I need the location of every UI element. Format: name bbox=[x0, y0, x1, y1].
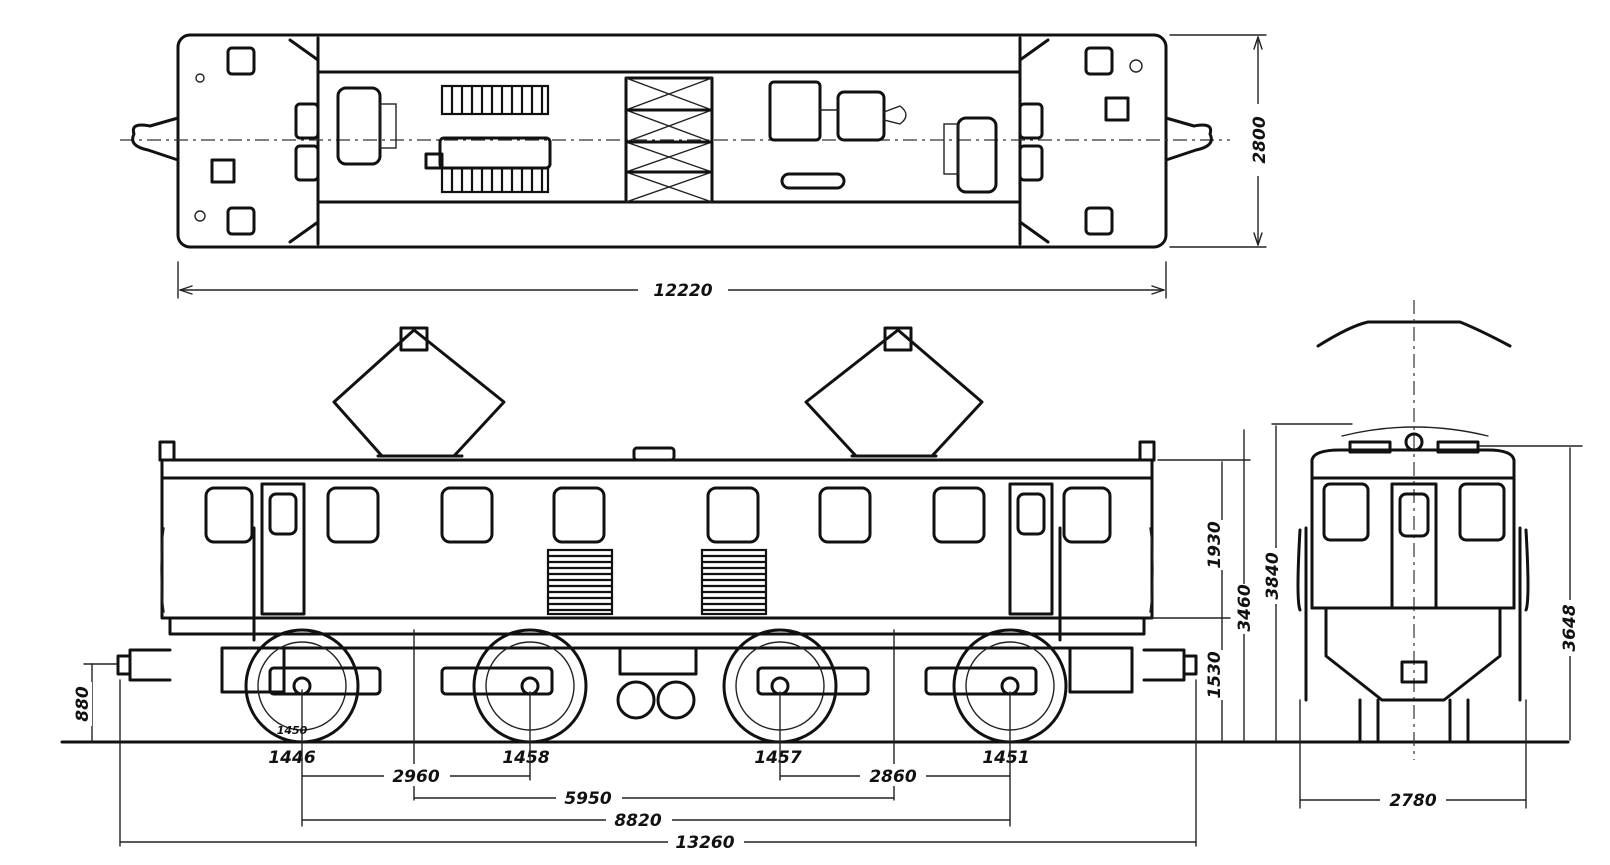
dim-wheelbase-rear: 2860 bbox=[869, 767, 916, 787]
plan-coupler-left bbox=[131, 116, 180, 162]
buffer-right bbox=[1142, 648, 1198, 682]
dim-wheelbase-front: 2960 bbox=[392, 767, 439, 787]
side-door-rear bbox=[1008, 482, 1054, 616]
end-view bbox=[1296, 300, 1530, 760]
plan-body-outline bbox=[176, 33, 1168, 249]
plan-coupler-right bbox=[1164, 116, 1213, 162]
plan-compressor bbox=[336, 86, 382, 166]
end-dimensions: 3840 3648 2780 bbox=[1263, 423, 1583, 811]
plan-dimensions: 12220 2800 bbox=[177, 34, 1270, 301]
louvre-front bbox=[546, 548, 614, 616]
plan-length-label: 12220 bbox=[653, 281, 712, 301]
side-body bbox=[160, 458, 1154, 620]
pantograph-rear bbox=[804, 326, 984, 458]
wheel-label-2: 1458 bbox=[502, 748, 549, 768]
louvre-rear bbox=[700, 548, 768, 616]
wheel-label-1: 1446 bbox=[268, 748, 315, 768]
plan-motor-generator bbox=[768, 80, 822, 142]
dim-bogie-centers: 5950 bbox=[564, 789, 611, 809]
dim-upper-body: 1930 bbox=[1205, 521, 1225, 568]
dim-roof-height: 3460 bbox=[1235, 584, 1255, 631]
dim-end-body-height: 3840 bbox=[1263, 552, 1283, 599]
wheel-label-4: 1451 bbox=[982, 748, 1029, 768]
dim-end-max-height: 3648 bbox=[1560, 604, 1580, 651]
dim-lower-body: 1530 bbox=[1205, 651, 1225, 698]
side-dimensions: 1450 1446 1458 1457 1451 2960 2860 5950 … bbox=[73, 429, 1255, 853]
plan-width-label: 2800 bbox=[1250, 116, 1270, 163]
pantograph-front bbox=[332, 326, 506, 458]
wheel-label-small: 1450 bbox=[277, 724, 308, 737]
plan-resistor-grid bbox=[624, 76, 714, 204]
dim-outer-axles: 8820 bbox=[614, 811, 661, 831]
dim-end-width: 2780 bbox=[1389, 791, 1436, 811]
side-view bbox=[116, 326, 1198, 744]
plan-view bbox=[120, 33, 1230, 249]
side-door-front bbox=[260, 482, 306, 616]
wheel-label-3: 1457 bbox=[754, 748, 801, 768]
end-body-outline bbox=[1310, 448, 1516, 702]
dim-buffer-height: 880 bbox=[73, 686, 93, 722]
dim-length-over-buffers: 13260 bbox=[675, 833, 734, 853]
buffer-left bbox=[116, 648, 172, 682]
